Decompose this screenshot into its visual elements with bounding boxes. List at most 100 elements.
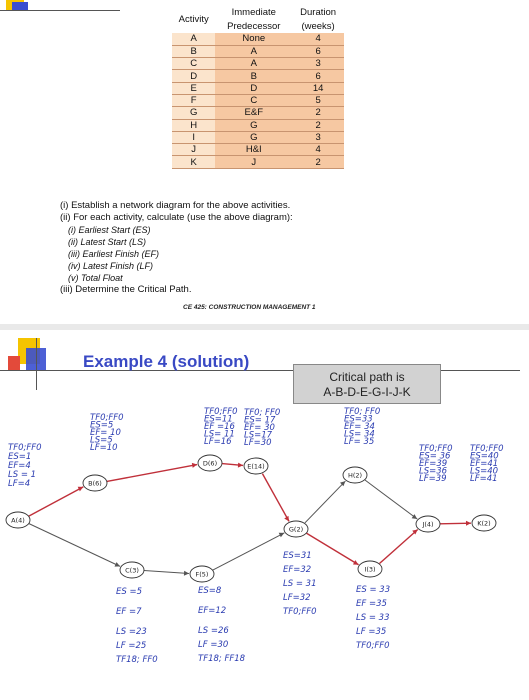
cell-duration: 6 [292,69,344,83]
node-label: F(5) [196,571,209,579]
note-a-line: LF=4 [8,479,30,489]
edge-g-h [304,480,346,524]
arrowhead [465,520,472,526]
note-b-line: TF0;FF0 [90,413,124,423]
edge-e-g [261,473,290,522]
cell-duration: 3 [292,57,344,71]
arrowhead [340,481,346,487]
note-e-line: EF= 30 [244,423,275,433]
note-g-line: LF=32 [283,593,311,603]
note-k-line: EF=41 [470,459,498,469]
note-f-line: LF =30 [198,640,228,650]
node-f: F(5) [189,565,215,583]
note-c-line: LF =25 [116,641,146,651]
cell-predecessor: G [215,131,293,145]
node-label: B(6) [88,480,102,488]
slide-corner-decoration [0,0,120,12]
note-h-line: TF0; FF0 [344,407,380,417]
cell-predecessor: E&F [215,106,293,120]
sub-question-float: (v) Total Float [68,273,123,283]
cell-predecessor: J [215,155,293,169]
cell-activity: F [172,94,216,108]
cell-predecessor: G [215,119,293,132]
node-label: E(14) [247,463,264,471]
question-2: (ii) For each activity, calculate (use t… [60,212,293,223]
cell-predecessor: A [215,45,293,59]
arrowhead [114,562,121,567]
note-g-line: EF=32 [283,565,311,575]
cell-duration: 14 [292,82,344,95]
cell-predecessor: H&I [215,143,293,157]
cell-duration: 4 [292,143,344,157]
note-e-line: LS=17 [244,431,273,441]
cell-duration: 2 [292,106,344,120]
note-k-line: ES=40 [470,452,499,462]
cell-duration: 3 [292,131,344,145]
note-g-line: LS = 31 [283,579,316,589]
arrowhead [77,486,84,492]
note-g-line: ES=31 [283,551,312,561]
edge-b-d [106,463,198,483]
arrowhead [412,529,418,535]
cell-activity: G [172,106,216,120]
cell-duration: 2 [292,155,344,169]
note-i-line: ES = 33 [356,585,390,595]
cell-predecessor: B [215,69,293,83]
note-i-line: LF =35 [356,627,386,637]
node-label: A(4) [11,517,25,525]
note-h-line: LS= 34 [344,430,375,440]
sub-question-lf: (iv) Latest Finish (LF) [68,261,154,271]
header-predecessor-line1: Immediate [215,5,293,19]
cell-activity: D [172,69,216,83]
note-f-line: ES=8 [198,586,222,596]
node-h: H(2) [342,466,368,484]
node-j: J(4) [415,515,441,533]
note-j-line: LF=39 [419,474,447,484]
node-label: I(3) [364,566,375,574]
note-d-line: EF =16 [204,422,235,432]
note-k-line: TF0;FF0 [470,444,504,454]
header-predecessor-line2: Predecessor [215,19,293,33]
arrowhead [411,514,418,519]
solution-slide: Example 4 (solution) Critical path is A-… [0,330,529,700]
cell-duration: 4 [292,33,344,46]
note-d-line: LF=16 [204,437,232,447]
node-label: K(2) [477,520,490,528]
node-a: A(4) [5,511,31,529]
note-j-line: TF0;FF0 [419,444,453,454]
arrowhead [183,570,190,576]
network-diagram: A(4)B(6)C(3)D(6)E(14)F(5)G(2)H(2)I(3)J(4… [5,407,504,665]
note-h-line: ES=33 [344,415,373,425]
cell-activity: E [172,82,216,95]
note-a-line: ES=1 [8,452,31,462]
note-j-line: LS=36 [419,467,448,477]
note-b-line: LS=5 [90,436,113,446]
page-footer: CE 425: CONSTRUCTION MANAGEMENT 1 [183,304,316,311]
cell-activity: J [172,143,216,157]
node-d: D(6) [197,454,223,472]
cell-predecessor: A [215,57,293,71]
edge-g-i [306,532,359,566]
note-c-line: ES =5 [116,587,142,597]
header-duration-line1: Duration [292,5,344,19]
node-k: K(2) [471,514,497,532]
question-1: (i) Establish a network diagram for the … [60,200,291,211]
header-activity: Activity [172,5,216,33]
cell-activity: B [172,45,216,59]
question-3: (iii) Determine the Critical Path. [60,284,192,295]
node-g: G(2) [283,520,309,538]
cell-predecessor: None [215,33,293,46]
edge-i-j [379,528,419,565]
edge-f-g [212,532,285,571]
slide-logo-decoration [0,338,520,398]
cell-activity: K [172,155,216,169]
